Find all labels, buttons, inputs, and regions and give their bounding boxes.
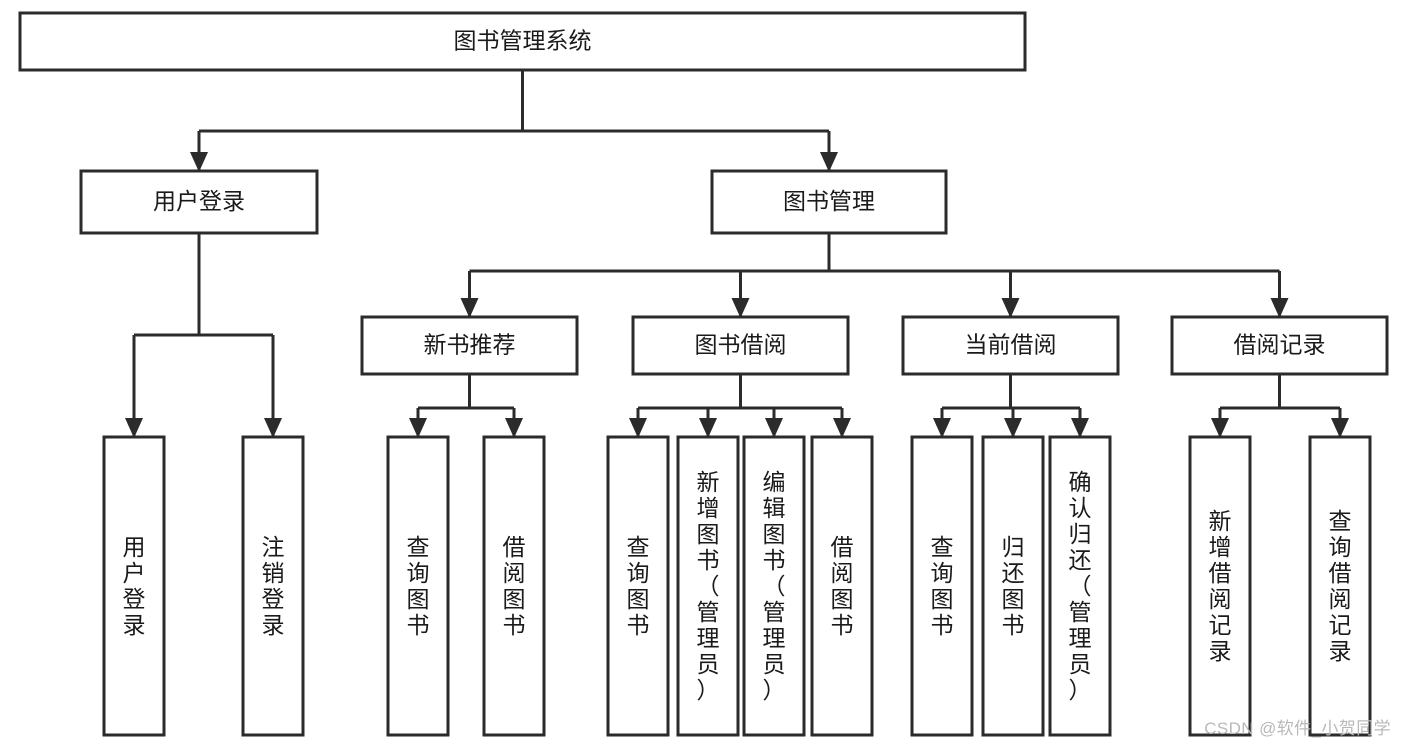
node-label-leaf-query-book-3: 查询图书 [931,534,954,638]
node-label-leaf-query-book-1: 查询图书 [407,534,430,638]
node-label-root: 图书管理系统 [454,28,592,54]
node-label-leaf-confirm-return: 确认归还（管理员） [1069,469,1092,703]
node-box-leaf-query-book-3[interactable] [910,435,974,737]
arrow-head-icon [1004,418,1022,438]
node-label-leaf-edit-book: 编辑图书（管理员） [763,469,786,703]
node-box-leaf-query-book-1[interactable] [386,435,450,737]
node-box-leaf-confirm-return[interactable] [1048,435,1112,737]
arrow-head-icon [699,418,717,438]
arrow-head-icon [190,152,208,172]
arrow-head-icon [125,418,143,438]
arrow-head-icon [833,418,851,438]
node-box-leaf-add-record[interactable] [1188,435,1252,737]
node-box-leaf-borrow-book-2[interactable] [810,435,874,737]
node-label-user-login: 用户登录 [153,188,245,214]
arrow-head-icon [1001,298,1020,318]
arrow-head-icon [460,298,479,318]
node-current-borrow[interactable]: 当前借阅 [901,315,1120,376]
node-box-leaf-query-record[interactable] [1308,435,1372,737]
arrow-head-icon [1331,418,1349,438]
node-box-leaf-query-book-2[interactable] [606,435,670,737]
node-root[interactable]: 图书管理系统 [18,11,1027,72]
node-new-book-recommend[interactable]: 新书推荐 [360,315,579,376]
node-label-leaf-return-book: 归还图书 [1002,534,1025,638]
node-label-new-book-recommend: 新书推荐 [424,332,516,358]
node-label-leaf-query-book-2: 查询图书 [627,534,650,638]
arrow-head-icon [1071,418,1089,438]
node-label-leaf-borrow-book-2: 借阅图书 [831,534,854,638]
csdn-watermark: CSDN @软件_小贺同学 [1204,719,1391,738]
node-label-leaf-add-record: 新增借阅记录 [1209,508,1232,664]
arrow-head-icon [731,298,750,318]
node-label-book-manage: 图书管理 [783,188,875,214]
arrow-head-icon [820,152,838,172]
node-label-leaf-borrow-book-1: 借阅图书 [503,534,526,638]
node-leaf-confirm-return[interactable]: 确认归还（管理员） [1048,435,1112,737]
node-leaf-query-book-1[interactable]: 查询图书 [386,435,450,737]
node-box-leaf-user-logout[interactable] [241,435,305,737]
node-leaf-borrow-book-1[interactable]: 借阅图书 [482,435,546,737]
arrow-head-icon [933,418,951,438]
arrow-head-icon [1211,418,1229,438]
node-leaf-query-record[interactable]: 查询借阅记录 [1308,435,1372,737]
node-box-current-borrow[interactable] [901,315,1120,376]
arrow-head-icon [505,418,523,438]
arrow-head-icon [409,418,427,438]
node-leaf-user-login[interactable]: 用户登录 [102,435,166,737]
node-box-leaf-borrow-book-1[interactable] [482,435,546,737]
node-label-current-borrow: 当前借阅 [965,332,1057,358]
node-leaf-add-book[interactable]: 新增图书（管理员） [676,435,740,737]
node-layer: 图书管理系统用户登录图书管理新书推荐图书借阅当前借阅借阅记录用户登录注销登录查询… [18,11,1389,737]
node-leaf-return-book[interactable]: 归还图书 [981,435,1045,737]
node-box-book-manage[interactable] [710,169,948,235]
node-label-book-borrow: 图书借阅 [695,332,787,358]
arrow-head-icon [1270,298,1289,318]
node-box-leaf-edit-book[interactable] [742,435,806,737]
node-box-leaf-return-book[interactable] [981,435,1045,737]
node-box-root[interactable] [18,11,1027,72]
node-label-leaf-user-login: 用户登录 [123,534,146,638]
node-box-borrow-record[interactable] [1170,315,1389,376]
node-label-leaf-query-record: 查询借阅记录 [1329,508,1352,664]
node-user-login[interactable]: 用户登录 [79,169,319,235]
node-leaf-add-record[interactable]: 新增借阅记录 [1188,435,1252,737]
node-book-manage[interactable]: 图书管理 [710,169,948,235]
node-box-user-login[interactable] [79,169,319,235]
node-leaf-query-book-2[interactable]: 查询图书 [606,435,670,737]
node-leaf-borrow-book-2[interactable]: 借阅图书 [810,435,874,737]
node-label-leaf-user-logout: 注销登录 [262,534,285,638]
arrow-head-icon [264,418,282,438]
arrow-head-icon [765,418,783,438]
connector-layer [125,70,1349,438]
node-box-book-borrow[interactable] [631,315,850,376]
node-box-leaf-user-login[interactable] [102,435,166,737]
node-leaf-query-book-3[interactable]: 查询图书 [910,435,974,737]
node-leaf-user-logout[interactable]: 注销登录 [241,435,305,737]
node-book-borrow[interactable]: 图书借阅 [631,315,850,376]
node-box-new-book-recommend[interactable] [360,315,579,376]
node-borrow-record[interactable]: 借阅记录 [1170,315,1389,376]
node-leaf-edit-book[interactable]: 编辑图书（管理员） [742,435,806,737]
node-box-leaf-add-book[interactable] [676,435,740,737]
node-label-borrow-record: 借阅记录 [1234,332,1326,358]
arrow-head-icon [629,418,647,438]
node-label-leaf-add-book: 新增图书（管理员） [697,469,720,703]
